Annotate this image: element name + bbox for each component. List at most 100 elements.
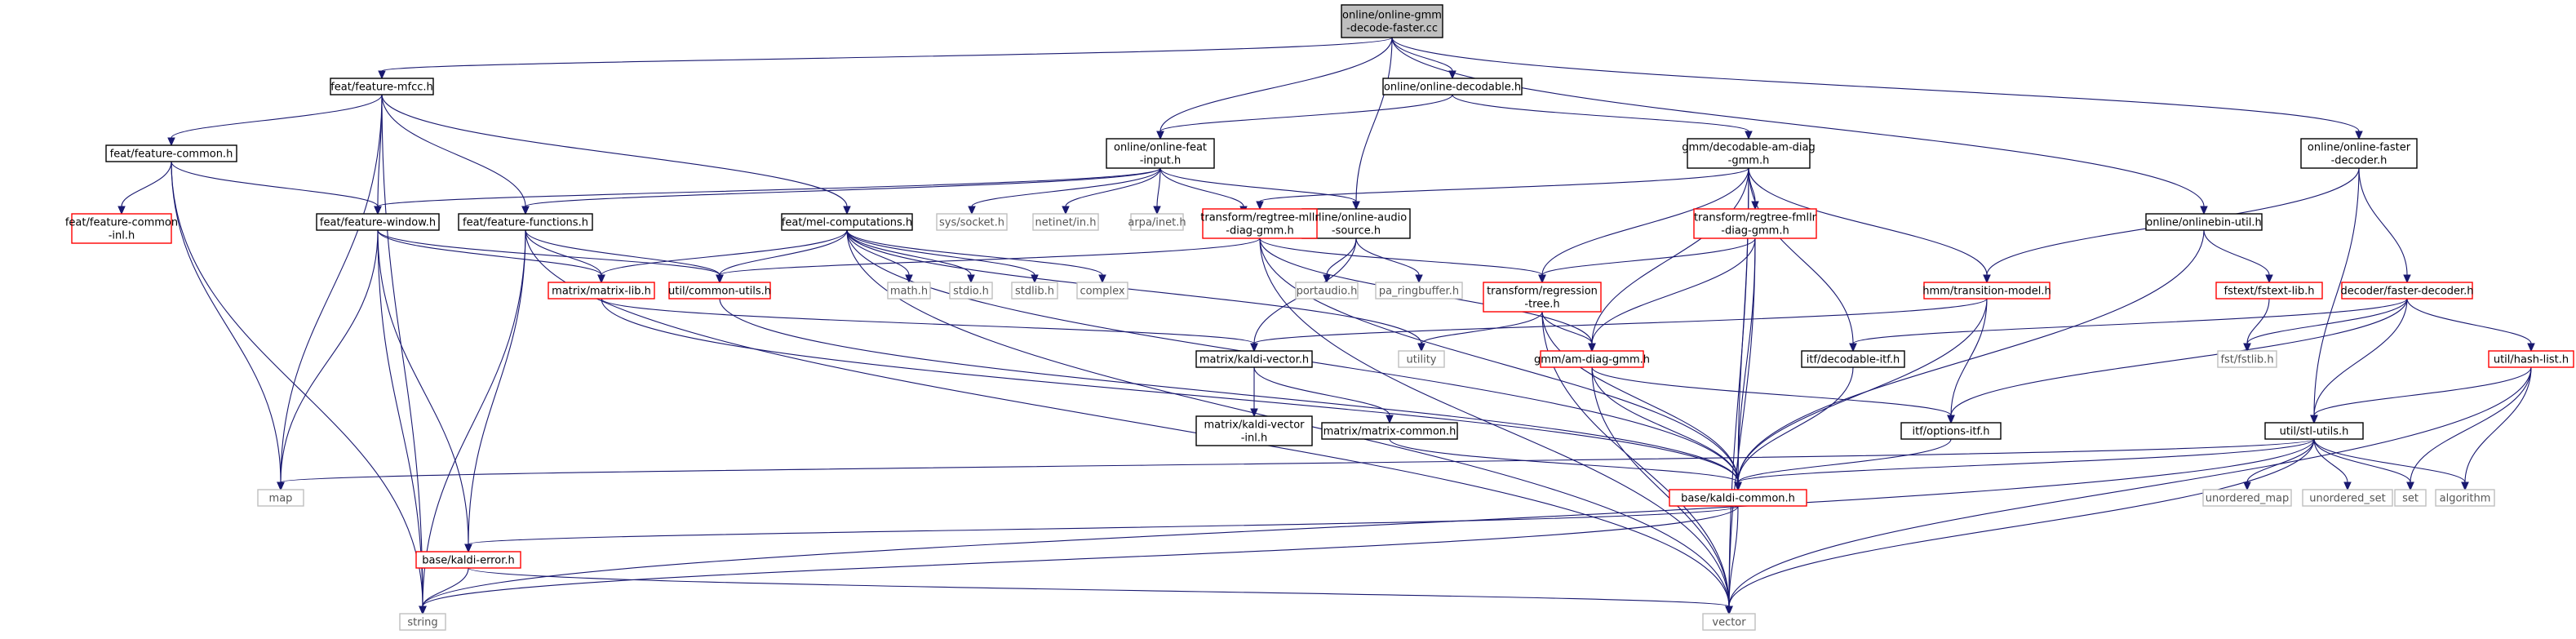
node-oaudio[interactable]: online/online-audio-source.h xyxy=(1301,208,1411,239)
edge-fwindow-to-string xyxy=(377,229,423,607)
edge-melcomp-to-commonutils xyxy=(719,229,848,276)
node-vecinl[interactable]: matrix/kaldi-vector-inl.h xyxy=(1195,415,1313,446)
node-matcommon[interactable]: matrix/matrix-common.h xyxy=(1321,422,1458,440)
edge-decam-to-amdiag xyxy=(1591,167,1749,344)
edge-hashlist-to-stlutils xyxy=(2313,366,2532,416)
node-ofaster[interactable]: online/online-faster-decoder.h xyxy=(2300,138,2418,169)
edge-arrowhead xyxy=(1062,206,1070,215)
node-stdio-label: stdio.h xyxy=(953,286,989,298)
node-melcomp[interactable]: feat/mel-computations.h xyxy=(781,213,913,231)
edge-oaudio-to-portaudio xyxy=(1326,237,1357,276)
node-kcommon[interactable]: base/kaldi-common.h xyxy=(1669,489,1807,507)
node-fstlib[interactable]: fstext/fstext-lib.h xyxy=(2215,282,2323,300)
node-regtree[interactable]: transform/regression-tree.h xyxy=(1483,282,1602,313)
node-fasterdec[interactable]: decoder/faster-decoder.h xyxy=(2340,282,2474,300)
edge-root-to-odecodable xyxy=(1391,37,1453,72)
node-hashlist[interactable]: util/hash-list.h xyxy=(2488,350,2574,368)
edge-mfcc-to-ffunctions xyxy=(381,94,526,207)
edge-fstlib-to-fstfst xyxy=(2246,298,2270,344)
edge-mllr-to-commonutils xyxy=(719,237,1261,276)
edge-onlineutil-to-kcommon xyxy=(1737,229,2205,483)
edge-stlutils-to-set xyxy=(2313,438,2411,483)
edge-ffunctions-to-commonutils xyxy=(525,229,720,276)
node-matlib[interactable]: matrix/matrix-lib.h xyxy=(548,282,655,300)
edge-transmodel-to-kcommon xyxy=(1737,298,1988,483)
node-decam-label: -gmm.h xyxy=(1728,155,1770,167)
edge-optitf-to-kcommon xyxy=(1737,438,1952,483)
edge-arrowhead xyxy=(905,274,913,284)
node-fwindow[interactable]: feat/feature-window.h xyxy=(316,213,440,231)
node-netinet: netinet/in.h xyxy=(1032,213,1099,231)
edge-fmllr-to-regtree xyxy=(1541,237,1756,276)
node-kerror[interactable]: base/kaldi-error.h xyxy=(415,551,521,569)
node-ffunctions[interactable]: feat/feature-functions.h xyxy=(458,213,593,231)
node-fstlib-label: fstext/fstext-lib.h xyxy=(2224,286,2315,298)
edge-arrowhead xyxy=(2265,274,2273,284)
edge-hashlist-to-set xyxy=(2410,366,2532,483)
node-fcommon[interactable]: feat/feature-common.h xyxy=(105,144,237,162)
edge-stlutils-to-algorithm xyxy=(2313,438,2466,483)
node-stlutils-label: util/stl-utils.h xyxy=(2280,426,2349,438)
edge-arrowhead xyxy=(967,274,975,284)
edge-arrowhead xyxy=(2243,343,2251,353)
node-commonutils[interactable]: util/common-utils.h xyxy=(668,282,771,300)
edge-stlutils-to-uset xyxy=(2313,438,2348,483)
edge-transmodel-to-matvec xyxy=(1253,298,1988,344)
node-matvec[interactable]: matrix/kaldi-vector.h xyxy=(1195,350,1313,368)
node-fmllr[interactable]: transform/regtree-fmllr-diag-gmm.h xyxy=(1693,208,1817,239)
edge-melcomp-to-utility xyxy=(846,229,1422,344)
node-onlineutil[interactable]: online/onlinebin-util.h xyxy=(2145,213,2263,231)
node-map-label: map xyxy=(269,493,293,505)
node-decitf-label: itf/decodable-itf.h xyxy=(1807,354,1900,366)
edge-melcomp-to-matlib xyxy=(601,229,848,276)
node-fmllr-label: -diag-gmm.h xyxy=(1721,225,1789,237)
edge-fcommon-to-map xyxy=(171,161,282,483)
node-mllr-label: transform/regtree-mllr xyxy=(1200,212,1319,224)
node-mllr[interactable]: transform/regtree-mllr-diag-gmm.h xyxy=(1200,208,1319,239)
edge-ffunctions-to-string xyxy=(422,229,526,607)
node-pa-label: pa_ringbuffer.h xyxy=(1379,286,1459,298)
edge-arrowhead xyxy=(1250,408,1258,418)
edge-arrowhead xyxy=(1415,274,1423,284)
edge-oaudio-to-pa xyxy=(1355,237,1420,276)
edge-arrowhead xyxy=(1153,206,1161,215)
node-root-label: -decode-faster.cc xyxy=(1346,23,1438,35)
edge-ofeat-to-oaudio xyxy=(1159,167,1357,202)
node-fstfst: fst/fstlib.h xyxy=(2217,350,2277,368)
node-oaudio-label: -source.h xyxy=(1332,225,1381,237)
node-matlib-label: matrix/matrix-lib.h xyxy=(552,286,651,298)
edge-ofaster-to-stlutils xyxy=(2313,167,2360,416)
node-algorithm-label: algorithm xyxy=(2440,493,2491,505)
node-fcommoninl-label: feat/feature-common xyxy=(65,217,178,229)
edge-fasterdec-to-fstfst xyxy=(2246,298,2408,344)
node-decitf[interactable]: itf/decodable-itf.h xyxy=(1801,350,1905,368)
edge-fmllr-to-vector xyxy=(1728,237,1756,607)
node-vector: vector xyxy=(1702,613,1756,631)
edge-arrowhead xyxy=(1386,415,1394,424)
node-optitf-label: itf/options-itf.h xyxy=(1913,426,1990,438)
edge-stlutils-to-vector xyxy=(1728,438,2315,607)
node-kcommon-label: base/kaldi-common.h xyxy=(1681,493,1795,505)
edge-arrowhead xyxy=(1352,201,1360,211)
edge-fwindow-to-kerror xyxy=(377,229,469,545)
node-odecodable[interactable]: online/online-decodable.h xyxy=(1382,78,1523,95)
node-decam[interactable]: gmm/decodable-am-diag-gmm.h xyxy=(1682,138,1816,169)
node-fstfst-label: fst/fstlib.h xyxy=(2220,354,2273,366)
edge-arrowhead xyxy=(2243,481,2251,491)
node-stlutils[interactable]: util/stl-utils.h xyxy=(2264,422,2364,440)
edge-arrowhead xyxy=(2200,206,2208,215)
edge-decitf-to-kcommon xyxy=(1737,366,1854,483)
node-fcommoninl[interactable]: feat/feature-common-inl.h xyxy=(65,213,178,244)
edge-arrowhead xyxy=(597,274,605,284)
node-stdlib-label: stdlib.h xyxy=(1015,286,1054,298)
node-vecinl-label: -inl.h xyxy=(1241,433,1268,445)
node-amdiag[interactable]: gmm/am-diag-gmm.h xyxy=(1534,350,1650,368)
node-ofeat[interactable]: online/online-feat-input.h xyxy=(1106,138,1215,169)
node-kerror-label: base/kaldi-error.h xyxy=(422,555,514,567)
node-mfcc[interactable]: feat/feature-mfcc.h xyxy=(330,78,434,95)
node-transmodel[interactable]: hmm/transition-model.h xyxy=(1922,282,2051,300)
edge-arrowhead xyxy=(1156,131,1164,140)
node-optitf[interactable]: itf/options-itf.h xyxy=(1900,422,2002,440)
node-root[interactable]: online/online-gmm-decode-faster.cc xyxy=(1341,4,1443,38)
